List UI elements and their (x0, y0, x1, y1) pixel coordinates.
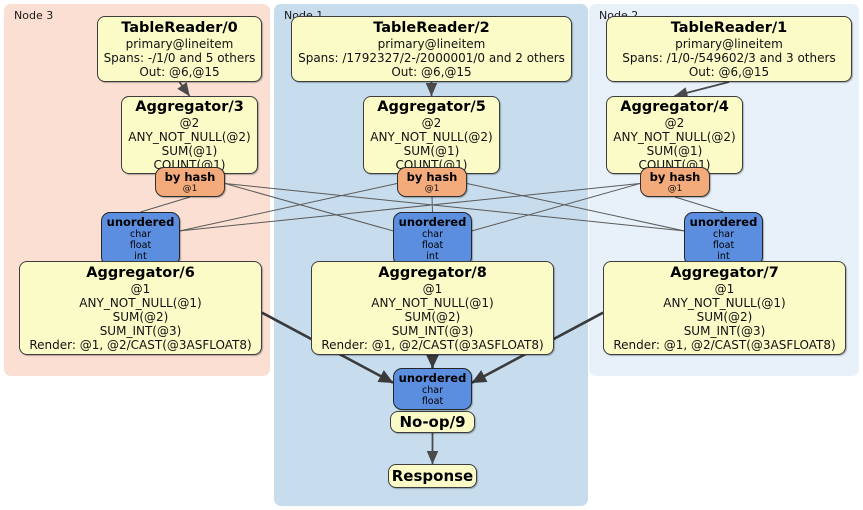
node-box-response[interactable]: Response (388, 464, 477, 488)
node-box-title: Aggregator/4 (620, 99, 729, 115)
node-box-detail: @1 (714, 282, 735, 296)
node-box-detail: int (717, 251, 730, 262)
node-box-title: No-op/9 (399, 413, 466, 431)
node-box-title: Aggregator/5 (377, 99, 486, 115)
node-box-detail: float (129, 240, 152, 251)
node-box-detail: @1 (667, 183, 683, 194)
node-box-detail: primary@lineitem (377, 37, 486, 51)
node-box-title: TableReader/2 (373, 20, 490, 36)
node-box-detail: Render: @1, @2/CAST(@3ASFLOAT8) (613, 338, 836, 352)
node-box-title: Aggregator/3 (135, 99, 244, 115)
node-box-detail: @1 (424, 183, 440, 194)
node-box-detail: Out: @6,@15 (139, 65, 220, 79)
node-box-detail: Render: @1, @2/CAST(@3ASFLOAT8) (321, 338, 544, 352)
node-box-title: unordered (398, 370, 467, 385)
node-box-byhash5[interactable]: by hash@1 (397, 167, 467, 197)
node-box-detail: @2 (421, 116, 442, 130)
node-box-detail: ANY_NOT_NULL(@2) (613, 130, 736, 144)
node-box-title: TableReader/1 (670, 20, 788, 36)
node-box-detail: @1 (182, 183, 198, 194)
node-box-detail: char (713, 229, 734, 240)
node-box-title: Aggregator/8 (378, 265, 487, 281)
node-box-detail: float (712, 240, 735, 251)
node-box-title: unordered (398, 215, 467, 229)
node-box-title: by hash (649, 169, 701, 184)
node-box-detail: ANY_NOT_NULL(@1) (371, 296, 494, 310)
node-box-title: unordered (106, 215, 175, 229)
node-box-detail: Spans: -/1/0 and 5 others (103, 51, 256, 65)
node-box-detail: float (421, 240, 444, 251)
node-box-detail: @2 (179, 116, 200, 130)
node-box-title: unordered (689, 215, 758, 229)
node-box-title: Aggregator/6 (86, 265, 195, 281)
node-box-title: by hash (406, 169, 458, 184)
node-box-detail: char (422, 384, 443, 396)
node-box-detail: SUM(@1) (403, 144, 460, 158)
node-box-detail: SUM(@1) (646, 144, 703, 158)
node-box-detail: char (130, 229, 151, 240)
node-box-byhash3[interactable]: by hash@1 (155, 167, 225, 197)
node-box-noop9[interactable]: No-op/9 (390, 411, 475, 433)
node-box-detail: SUM(@2) (696, 310, 753, 324)
node-box-detail: SUM(@2) (112, 310, 169, 324)
node-box-detail: primary@lineitem (675, 37, 783, 51)
node-box-detail: char (422, 229, 443, 240)
node-panel-label: Node 3 (14, 9, 54, 22)
node-box-byhash4[interactable]: by hash@1 (640, 167, 710, 197)
node-box-detail: ANY_NOT_NULL(@1) (663, 296, 786, 310)
node-box-detail: float (421, 395, 444, 407)
node-box-detail: SUM(@1) (161, 144, 218, 158)
node-box-title: Aggregator/7 (670, 265, 779, 281)
node-box-detail: int (426, 251, 439, 262)
node-box-detail: Out: @6,@15 (391, 65, 472, 79)
node-box-detail: Out: @6,@15 (688, 65, 770, 79)
node-box-title: by hash (164, 169, 216, 184)
node-box-detail: ANY_NOT_NULL(@2) (128, 130, 251, 144)
node-box-detail: Render: @1, @2/CAST(@3ASFLOAT8) (29, 338, 252, 352)
node-box-detail: @1 (422, 282, 443, 296)
node-box-detail: Spans: /1792327/2-/2000001/0 and 2 other… (298, 51, 565, 65)
node-box-title: TableReader/0 (121, 20, 238, 36)
node-box-detail: @1 (130, 282, 151, 296)
node-box-detail: @2 (664, 116, 685, 130)
node-box-detail: SUM_INT(@3) (391, 324, 474, 338)
node-box-detail: Spans: /1/0-/549602/3 and 3 others (622, 51, 836, 65)
node-box-detail: primary@lineitem (125, 37, 234, 51)
node-box-detail: ANY_NOT_NULL(@1) (79, 296, 202, 310)
node-box-detail: ANY_NOT_NULL(@2) (370, 130, 493, 144)
node-box-detail: int (134, 251, 147, 262)
node-box-detail: SUM(@2) (404, 310, 461, 324)
node-box-detail: SUM_INT(@3) (99, 324, 182, 338)
node-box-detail: SUM_INT(@3) (683, 324, 766, 338)
node-box-title: Response (391, 467, 474, 485)
